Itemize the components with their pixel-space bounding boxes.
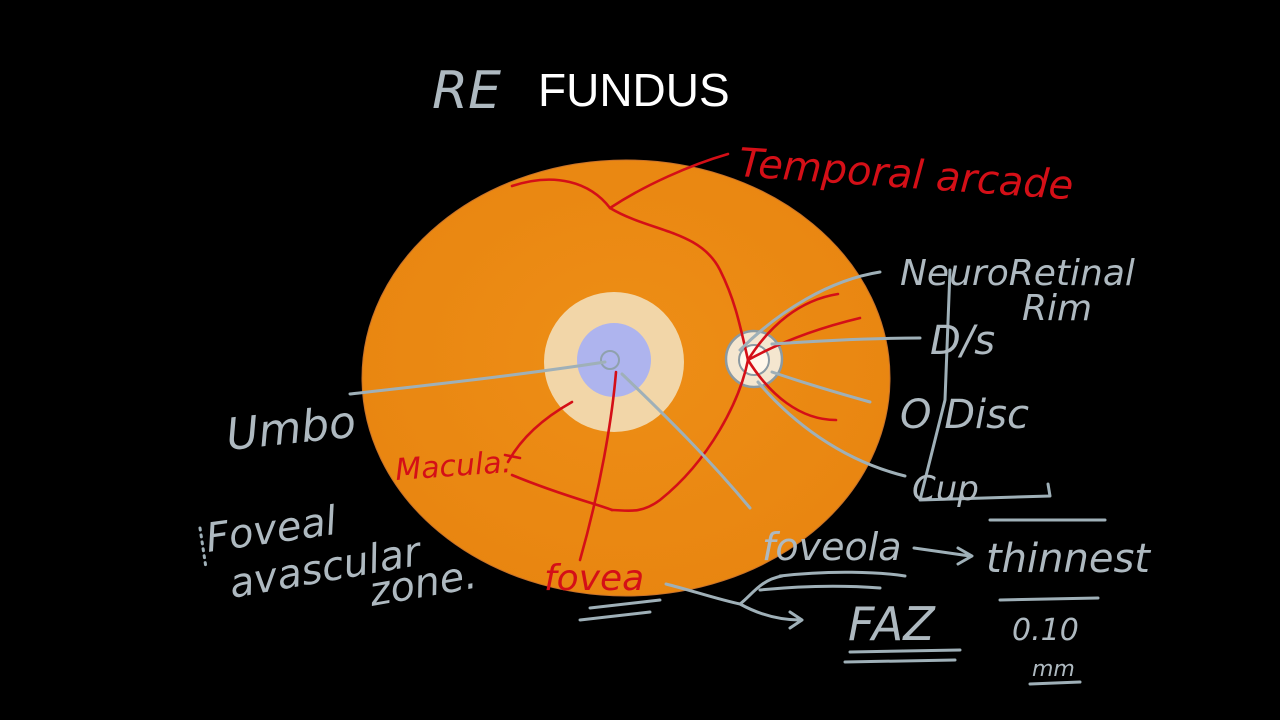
label-faz: FAZ xyxy=(848,597,936,651)
label-neuroretinal-rim-1: NeuroRetinal xyxy=(900,253,1135,294)
page-title: FUNDUS xyxy=(538,64,730,116)
label-fovea: fovea xyxy=(544,558,644,599)
label-neuroretinal-rim-2: Rim xyxy=(1022,288,1092,329)
label-foveola: foveola xyxy=(762,525,902,569)
retinal-vessels xyxy=(503,152,862,562)
fovea-region xyxy=(577,323,651,397)
label-thickness-value: 0.10 xyxy=(1012,613,1079,648)
label-cup: Cup xyxy=(912,469,979,509)
annotation-lines xyxy=(198,268,1107,686)
label-thickness-unit: mm xyxy=(1032,657,1075,682)
label-umbo: Umbo xyxy=(224,397,359,461)
label-thinnest: thinnest xyxy=(986,536,1151,582)
label-temporal-arcade: Temporal arcade xyxy=(737,140,1075,209)
title-prefix: RE xyxy=(432,61,501,121)
label-dis: D/s xyxy=(930,318,995,364)
label-o-disc: O Disc xyxy=(900,392,1029,438)
label-macula: Macula. xyxy=(394,445,512,488)
umbo-mark xyxy=(600,350,620,370)
